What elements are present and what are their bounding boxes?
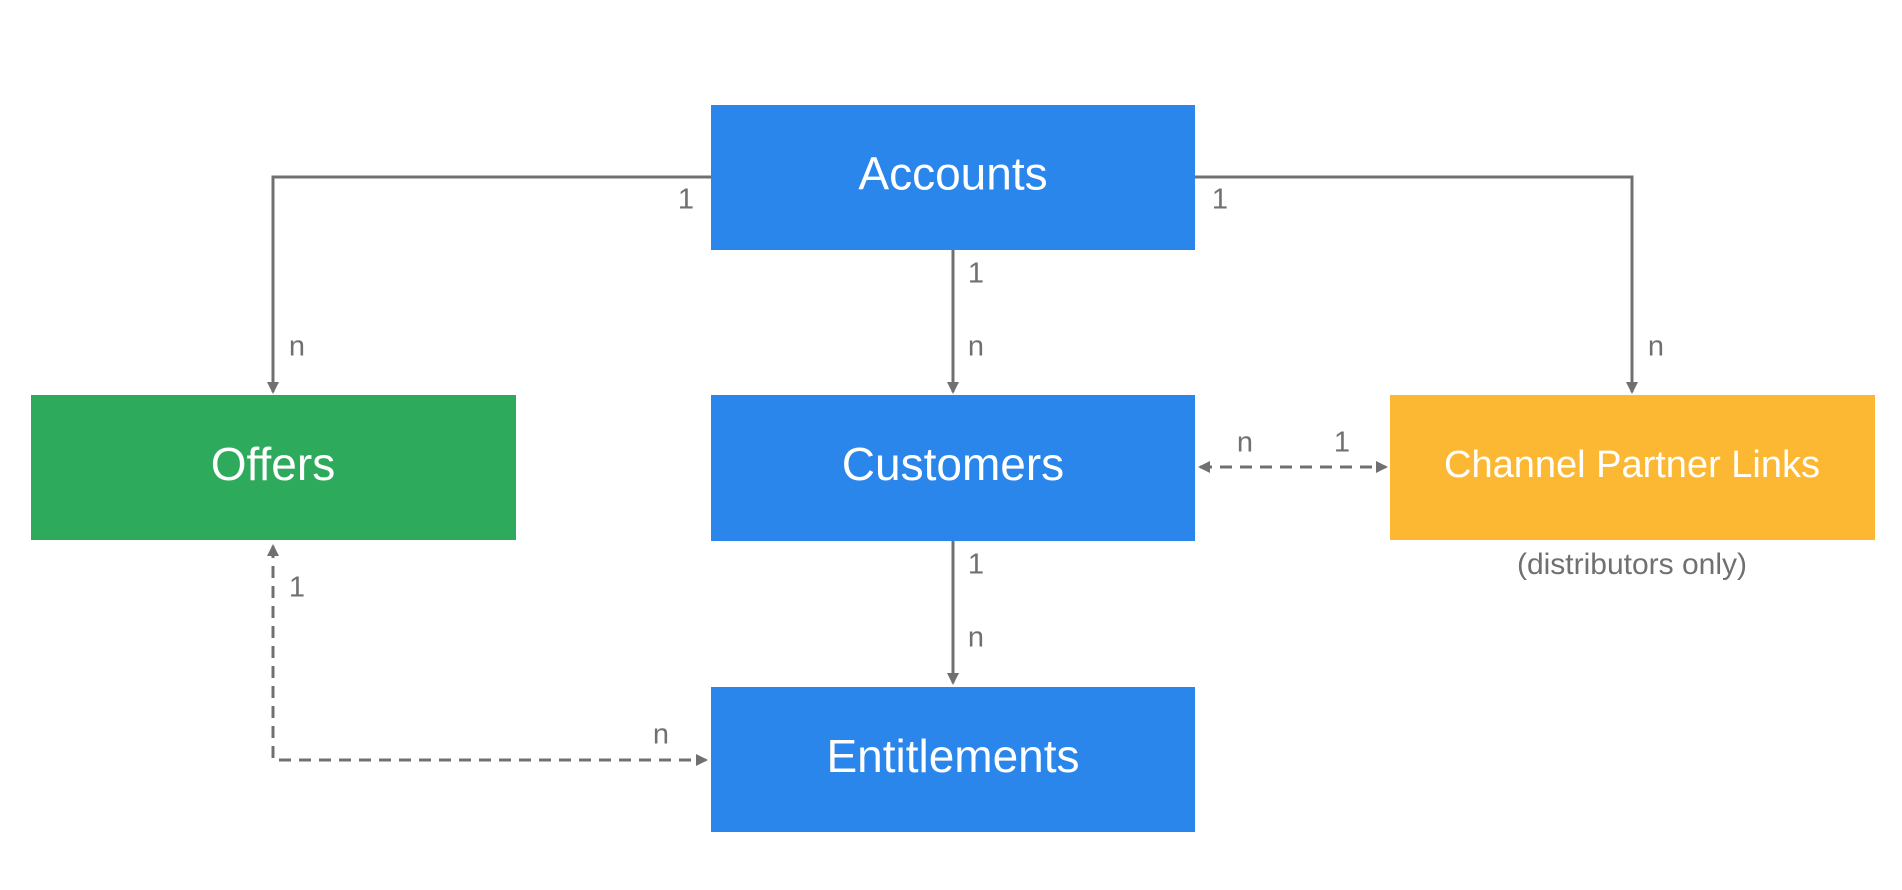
customers-entitlements-source-cardinality: 1 [968,549,984,581]
connector-accounts-channel-partner-links [1195,175,1638,394]
connector-offers-entitlements [267,544,708,766]
channel-partner-links-box [1390,395,1875,540]
accounts-box [711,105,1195,250]
channel-partner-links-label: Channel Partner Links [1444,444,1820,486]
accounts-channel-partner-links-target-cardinality: n [1648,331,1664,363]
customers-channel-partner-links-source-cardinality: n [1237,427,1253,459]
offers-box [31,395,516,540]
entitlements-label: Entitlements [826,730,1079,782]
customers-entitlements-target-cardinality: n [968,622,984,654]
customers-box [711,395,1195,541]
accounts-customers-source-cardinality: 1 [968,258,984,290]
customers-label: Customers [842,438,1064,490]
distributors-only-note: (distributors only) [1517,548,1747,581]
accounts-channel-partner-links-source-cardinality: 1 [1212,184,1228,216]
accounts-offers-target-cardinality: n [289,331,305,363]
accounts-label: Accounts [858,148,1047,200]
connector-accounts-offers [267,175,711,394]
accounts-customers-target-cardinality: n [968,331,984,363]
offers-entitlements-target-cardinality: n [653,719,669,751]
entitlements-box [711,687,1195,832]
customers-channel-partner-links-target-cardinality: 1 [1334,427,1350,459]
offers-label: Offers [211,438,335,490]
accounts-offers-source-cardinality: 1 [678,184,694,216]
offers-entitlements-source-cardinality: 1 [289,572,305,604]
